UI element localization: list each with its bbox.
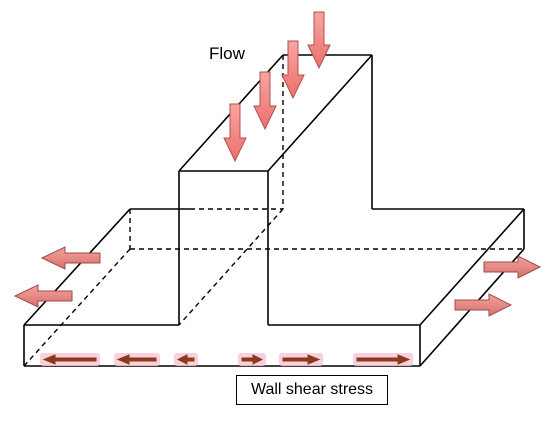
wall-shear-stress-caption: Wall shear stress: [236, 375, 388, 405]
shear-arrow-left-icon: [116, 354, 157, 365]
shear-arrow-left-icon: [42, 354, 97, 365]
down-arrow-icon: [307, 11, 331, 70]
right-arrow-icon: [454, 293, 513, 317]
wall-shear-stress-label: Wall shear stress: [250, 381, 374, 398]
down-arrow-icon: [281, 40, 305, 100]
hidden-edges: [23, 55, 524, 367]
shear-arrow-right-icon: [282, 354, 321, 365]
junction-outline: [23, 54, 525, 367]
left-arrow-icon: [40, 246, 101, 270]
right-arrow-icon: [483, 255, 542, 279]
shear-arrow-right-icon: [356, 354, 411, 365]
flow-label: Flow: [209, 44, 245, 63]
inflow-arrows: [223, 11, 331, 163]
wall-shear-arrows: [40, 353, 413, 366]
down-arrow-icon: [253, 71, 277, 131]
down-arrow-icon: [223, 103, 247, 163]
shear-arrow-left-icon: [176, 354, 195, 365]
outflow-arrows-left: [13, 246, 101, 308]
outflow-arrows-right: [454, 255, 542, 317]
left-arrow-icon: [13, 284, 73, 308]
shear-arrow-right-icon: [241, 354, 264, 365]
